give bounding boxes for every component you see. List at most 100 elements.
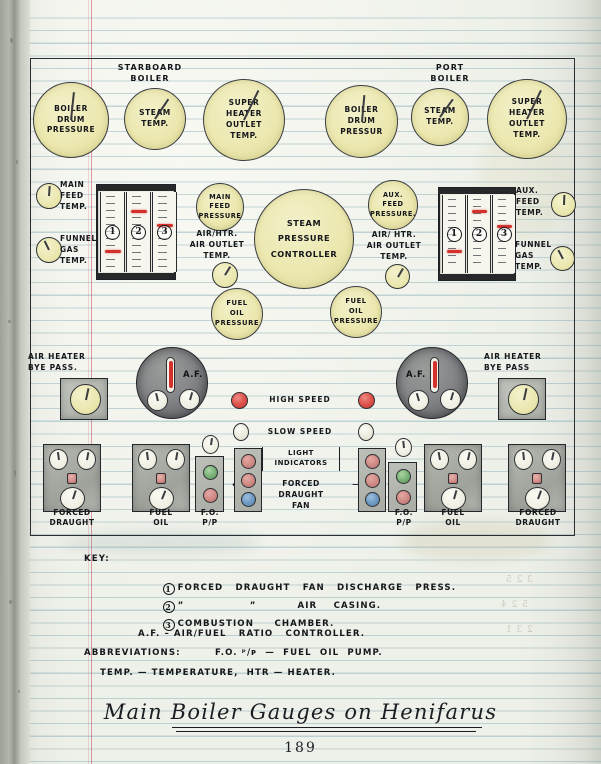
panel-lamp[interactable]: [156, 473, 166, 484]
panel-lamp[interactable]: [532, 473, 542, 484]
gauge-main-feed-pressure[interactable]: MAIN FEED PRESSURE: [196, 183, 244, 231]
recorder-column-1[interactable]: 1: [442, 195, 466, 273]
af-dial-right-b[interactable]: [440, 389, 461, 410]
af-dial-right-a[interactable]: [408, 390, 429, 411]
air-heater-bypass-box-left[interactable]: [60, 378, 108, 420]
key-abbrev-label: ABBREVIATIONS:: [84, 648, 181, 658]
af-dial-left-a[interactable]: [147, 390, 168, 411]
gauge-port-superheater-outlet-temp[interactable]: SUPER HEATER OUTLET TEMP.: [487, 79, 567, 159]
panel-dial[interactable]: [458, 449, 477, 470]
panel-fo-pump-left[interactable]: [195, 435, 224, 512]
dial-air-htr-outlet-left[interactable]: [212, 262, 238, 288]
recorder-right[interactable]: 1 2 3: [438, 187, 516, 281]
gauge-port-boiler-drum-pressure[interactable]: BOILER DRUM PRESSUR: [325, 85, 398, 158]
dial-air-heater-bypass-left[interactable]: [70, 384, 101, 415]
gauge-fuel-oil-pressure-left[interactable]: FUEL OIL PRESSURE: [211, 288, 263, 340]
recorder-column-2[interactable]: 2: [467, 195, 491, 273]
label-air-htr-outlet-left: AIR/HTR. AIR OUTLET TEMP.: [189, 229, 245, 260]
panel-dial-large[interactable]: [525, 487, 550, 510]
af-controller-right[interactable]: A.F.: [396, 347, 468, 419]
panel-dial-large[interactable]: [149, 487, 174, 510]
arrow-right-icon: →: [352, 478, 362, 491]
af-controller-left[interactable]: A.F.: [136, 347, 208, 419]
lamp-blue[interactable]: [241, 492, 256, 507]
lamp-red[interactable]: [365, 473, 380, 488]
air-heater-bypass-box-right[interactable]: [498, 378, 546, 420]
panel-dial[interactable]: [166, 449, 185, 470]
panel-dial[interactable]: [77, 449, 96, 470]
recorder-column-2[interactable]: 2: [126, 192, 151, 272]
gauge-stbd-boiler-drum-pressure[interactable]: BOILER DRUM PRESSURE: [33, 82, 109, 158]
lamp-green[interactable]: [396, 469, 411, 484]
label-slow-speed: SLOW SPEED: [267, 427, 333, 436]
panel-dial[interactable]: [138, 449, 157, 470]
lamp-red[interactable]: [241, 454, 256, 469]
panel-dial-small[interactable]: [202, 435, 219, 454]
label-air-htr-outlet-right: AIR/ HTR. AIR OUTLET TEMP.: [366, 230, 422, 261]
caption-fuel-oil-left: FUEL OIL: [149, 508, 173, 528]
label-aux-feed-temp: AUX. FEED TEMP.: [516, 186, 544, 217]
dial-funnel-gas-temp-right[interactable]: [550, 246, 575, 271]
lamp-red[interactable]: [396, 490, 411, 505]
caption-fo-pump-left: F.O. P/P: [200, 508, 220, 528]
lamp-slow-speed-left[interactable]: [233, 423, 249, 441]
recorder-left[interactable]: 1 2 3: [96, 184, 177, 280]
gauge-steam-pressure-controller[interactable]: STEAM PRESSURE CONTROLLER: [254, 189, 354, 289]
lamp-red[interactable]: [365, 454, 380, 469]
recorder-column-3[interactable]: 3: [492, 195, 516, 273]
panel-lamp[interactable]: [448, 473, 458, 484]
panel-dial[interactable]: [430, 449, 449, 470]
light-strip-right[interactable]: [358, 448, 386, 512]
dial-main-feed-temp[interactable]: [36, 183, 62, 209]
recorder-number: 1: [105, 224, 120, 240]
af-slot-left[interactable]: [166, 357, 175, 393]
af-slot-fill: [168, 361, 173, 388]
panel-forced-draught-right[interactable]: [508, 444, 566, 512]
gauge-stbd-superheater-outlet-temp[interactable]: SUPER HEATER OUTLET TEMP.: [203, 79, 285, 161]
af-dial-left-b[interactable]: [179, 389, 200, 410]
page-title-cursive: Main Boiler Gauges on Henifarus: [103, 700, 498, 724]
af-slot-fill: [432, 361, 437, 388]
lamp-blue[interactable]: [365, 492, 380, 507]
panel-fuel-oil-right[interactable]: [424, 444, 482, 512]
panel-forced-draught-left[interactable]: [43, 444, 101, 512]
gauge-label: STEAM PRESSURE CONTROLLER: [270, 217, 338, 259]
panel-dial[interactable]: [514, 449, 533, 470]
panel-fuel-oil-left[interactable]: [132, 444, 190, 512]
panel-dial[interactable]: [49, 449, 68, 470]
dial-funnel-gas-temp-left[interactable]: [36, 237, 62, 263]
label-air-heater-bypass-left: AIR HEATER BYE PASS.: [28, 352, 86, 372]
gauge-port-steam-temp[interactable]: STEAM TEMP.: [411, 88, 469, 146]
lamp-high-speed-left[interactable]: [231, 392, 248, 409]
panel-lamp[interactable]: [67, 473, 77, 484]
dial-air-heater-bypass-right[interactable]: [508, 384, 539, 415]
panel-fo-pump-right[interactable]: [388, 438, 417, 512]
lamp-high-speed-right[interactable]: [358, 392, 375, 409]
recorder-top-bar: [97, 185, 175, 191]
panel-dial-large[interactable]: [441, 487, 466, 510]
panel-dial-small[interactable]: [395, 438, 412, 457]
panel-dial[interactable]: [542, 449, 561, 470]
panel-dial-large[interactable]: [60, 487, 85, 510]
dial-aux-feed-temp[interactable]: [551, 192, 576, 217]
caption-forced-draught-right: FORCED DRAUGHT: [515, 508, 561, 528]
dial-air-htr-outlet-right[interactable]: [385, 264, 410, 289]
diagram-border: [30, 58, 575, 536]
lamp-slow-speed-right[interactable]: [358, 423, 374, 441]
recorder-column-1[interactable]: 1: [100, 192, 125, 272]
gauge-stbd-steam-temp[interactable]: STEAM TEMP.: [124, 88, 186, 150]
lamp-red[interactable]: [241, 473, 256, 488]
key-text: FORCED DRAUGHT FAN DISCHARGE PRESS.: [177, 583, 457, 593]
key-text: ” ” AIR CASING.: [177, 601, 382, 611]
gauge-fuel-oil-pressure-right[interactable]: FUEL OIL PRESSURE: [330, 286, 382, 338]
page-number: 189: [284, 740, 317, 756]
caption-forced-draught-left: FORCED DRAUGHT: [49, 508, 95, 528]
lamp-red[interactable]: [203, 488, 218, 503]
gauge-aux-feed-pressure[interactable]: AUX. FEED PRESSURE.: [368, 180, 418, 230]
recorder-column-3[interactable]: 3: [152, 192, 177, 272]
key-abbrev-line-2: TEMP. — TEMPERATURE, HTR — HEATER.: [100, 668, 337, 678]
af-slot-right[interactable]: [430, 357, 439, 393]
lamp-green[interactable]: [203, 465, 218, 480]
light-strip-left[interactable]: [234, 448, 262, 512]
